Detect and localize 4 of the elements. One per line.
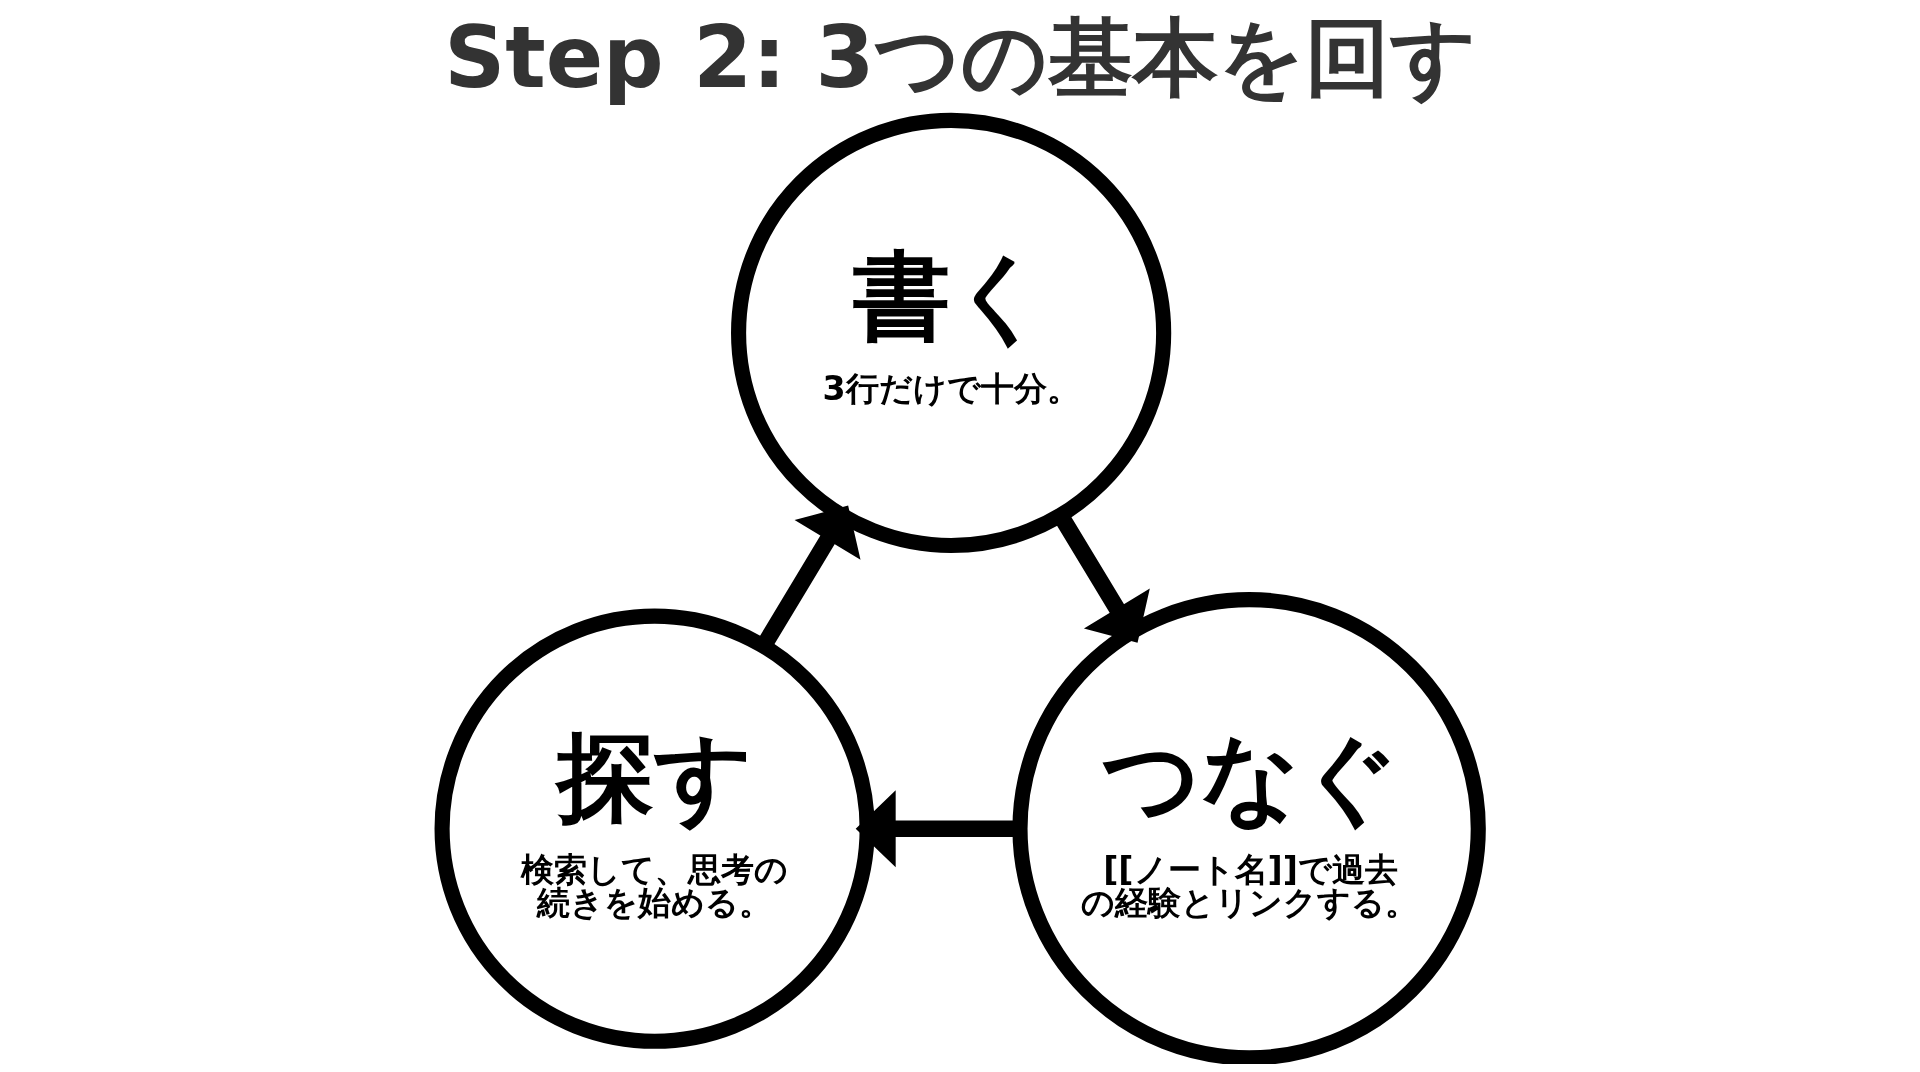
diagram-title: Step 2: 3つの基本を回す	[444, 7, 1478, 107]
node-circle: 書く 3行だけで十分。	[731, 112, 1172, 554]
node-circle: 探す 検索して、思考の続きを始める。	[434, 608, 875, 1049]
node-circle: つなぐ [[ノート名]]で過去の経験とリンクする。	[1012, 592, 1486, 1064]
